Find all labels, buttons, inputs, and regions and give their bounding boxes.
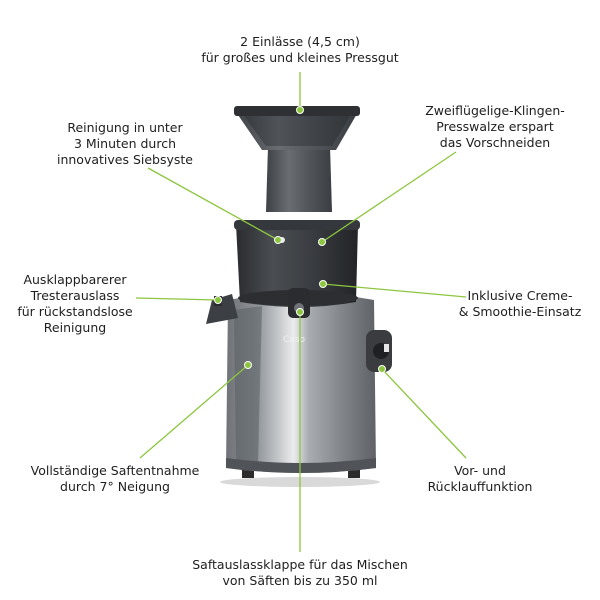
callout-text: von Säften bis zu 350 ml — [222, 573, 378, 588]
feed-chute — [266, 146, 332, 212]
foot-left — [242, 470, 254, 478]
callout-text: 2 Einlässe (4,5 cm) — [240, 34, 360, 49]
callout-text: & Smoothie-Einsatz — [458, 304, 582, 319]
callout-line-cleaning — [147, 167, 279, 241]
base-housing — [226, 293, 376, 473]
juicer-illustration: Caso — [206, 106, 392, 487]
callout-line-pomace — [135, 297, 219, 301]
callout-dot-extraction — [244, 361, 252, 369]
callout-label-extraction: Vollständige Saftentnahme durch 7° Neigu… — [10, 463, 220, 495]
hopper-inner-shadow — [244, 116, 350, 146]
callout-text: für rückstandslose — [17, 304, 133, 319]
hopper — [236, 112, 358, 150]
callout-label-reverse: Vor- und Rücklauffunktion — [410, 463, 550, 495]
callout-text: 3 Minuten durch — [73, 136, 177, 151]
callout-dots — [214, 106, 386, 373]
callout-dot-spout — [296, 308, 304, 316]
callout-line-extraction — [139, 364, 249, 459]
callout-label-pomace: Ausklappbarerer Tresterauslass für rücks… — [0, 272, 150, 336]
callout-label-spout: Saftauslassklappe für das Mischen von Sä… — [160, 557, 440, 589]
callout-text: Saftauslassklappe für das Mischen — [192, 557, 408, 572]
switch-indicator — [384, 344, 389, 352]
callout-dot-cleaning — [274, 236, 282, 244]
callout-text: Inklusive Creme- — [467, 288, 573, 303]
foot-right — [348, 470, 360, 478]
callout-line-cream — [322, 283, 467, 298]
juice-bowl — [236, 224, 358, 307]
callout-line-reverse — [381, 368, 467, 459]
callout-dot-auger — [318, 238, 326, 246]
callout-text: Reinigung — [43, 320, 107, 335]
callout-dot-pomace — [214, 296, 222, 304]
callout-text: Presswalze erspart — [436, 119, 554, 134]
brand-logo: Caso — [283, 335, 305, 345]
callout-text: das Vorschneiden — [439, 135, 551, 150]
callout-label-cream: Inklusive Creme- & Smoothie-Einsatz — [440, 288, 600, 320]
callout-label-auger: Zweiflügelige-Klingen- Presswalze erspar… — [390, 103, 600, 151]
callout-text: Vor- und — [454, 463, 506, 478]
callout-dot-reverse — [378, 365, 386, 373]
callout-line-auger — [321, 151, 457, 243]
callout-text: Rücklauffunktion — [427, 479, 533, 494]
base-bottom-trim — [226, 458, 376, 473]
base-dark-panel — [234, 306, 262, 462]
callout-text: durch 7° Neigung — [60, 479, 170, 494]
callout-text: innovatives Siebsyste — [56, 152, 194, 167]
callout-dot-inlets — [296, 106, 304, 114]
callout-label-cleaning: Reinigung in unter 3 Minuten durch innov… — [40, 120, 210, 168]
callout-lines — [135, 72, 467, 552]
callout-text: Tresterauslass — [30, 288, 120, 303]
bowl-rim — [234, 220, 360, 230]
callout-text: Ausklappbarerer — [23, 272, 127, 287]
callout-dot-cream — [319, 280, 327, 288]
callout-text: für großes und kleines Pressgut — [201, 50, 399, 65]
callout-text: Zweiflügelige-Klingen- — [425, 103, 565, 118]
callout-text: Vollständige Saftentnahme — [30, 463, 200, 478]
callout-label-inlets: 2 Einlässe (4,5 cm) für großes und klein… — [175, 34, 425, 66]
callout-text: Reinigung in unter — [67, 120, 183, 135]
